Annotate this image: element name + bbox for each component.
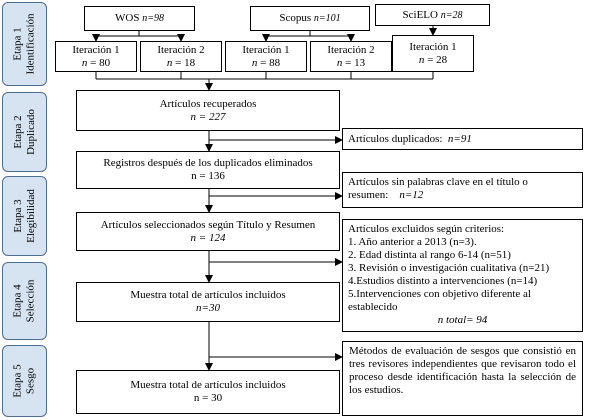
stage-elegibilidad-label: Elegibilidad — [24, 189, 37, 243]
database-scopus-box: Scopus n=101 — [250, 6, 370, 31]
registros-box: Registros después de los duplicados elim… — [76, 151, 340, 189]
incluidos-2-box: Muestra total de artículos incluidos n =… — [76, 370, 340, 414]
stage-seleccion: Etapa 4 Selección — [2, 262, 47, 340]
iteration-scielo-1-label: Iteración 1 — [409, 40, 457, 53]
iteration-wos-2-label: Iteración 2 — [157, 43, 205, 56]
stage-elegibilidad: Etapa 3 Elegibilidad — [2, 176, 47, 256]
iteration-wos-1-count: = 80 — [90, 56, 111, 69]
sin-palabras-box: Artículos sin palabras clave en el títul… — [342, 172, 583, 208]
incluidos-1-count: n=30 — [196, 302, 220, 314]
database-scielo-box: SciELO n=28 — [375, 4, 490, 26]
stage-seleccion-number: Etapa 4 — [11, 284, 24, 318]
iteration-wos-2-n-symbol: n — [166, 56, 173, 69]
incluidos-2-count: n = 30 — [193, 392, 223, 404]
recuperados-box: Artículos recuperados n = 227 — [76, 90, 340, 131]
sesgo-box: Métodos de evaluación de sesgos que cons… — [342, 341, 583, 416]
database-scielo-count: n=28 — [440, 9, 463, 21]
excluidos-criterion-5: 5.Intervenciones con objetivo diferente … — [348, 288, 531, 300]
database-scopus-name: Scopus — [279, 12, 312, 24]
iteration-scopus-1-label: Iteración 1 — [242, 43, 290, 56]
excluidos-box: Artículos excluidos según criterios: 1. … — [342, 219, 583, 332]
database-scopus-count: n=101 — [313, 13, 341, 24]
iteration-scopus-1-count: = 88 — [260, 56, 281, 69]
iteration-wos-1-n-symbol: n — [81, 56, 88, 69]
stage-elegibilidad-number: Etapa 3 — [11, 199, 24, 233]
iteration-scielo-1-n-symbol: n — [418, 53, 425, 66]
stage-duplicado-label: Duplicado — [24, 109, 37, 155]
iteration-scopus-2-box: Iteración 2 n = 13 — [310, 41, 392, 72]
stage-seleccion-label: Selección — [24, 279, 37, 323]
excluidos-title: Artículos excluidos según criterios: — [348, 223, 505, 235]
iteration-scielo-1-box: Iteración 1 n = 28 — [392, 35, 474, 72]
registros-count: n = 136 — [191, 170, 225, 182]
iteration-wos-1-label: Iteración 1 — [72, 43, 120, 56]
sin-palabras-line2: resumen: — [348, 189, 389, 201]
sesgo-text: Métodos de evaluación de sesgos que cons… — [349, 345, 576, 396]
seleccionados-box: Artículos seleccionados según Título y R… — [76, 212, 340, 251]
duplicados-box: Artículos duplicados: n=91 — [342, 128, 583, 150]
excluidos-criterion-3: 3. Revisión o investigación cualitativa … — [348, 262, 550, 274]
stage-identificacion: Etapa 1 Identificación — [2, 2, 47, 86]
iteration-scopus-2-n-symbol: n — [336, 56, 343, 69]
excluidos-criterion-4: 4.Estudios distinto a intervenciones (n=… — [348, 275, 538, 287]
stage-sesgo-label: Sesgo — [24, 367, 37, 395]
database-wos-box: WOS n=98 — [84, 6, 195, 31]
database-scielo-name: SciELO — [402, 8, 438, 21]
excluidos-total: n total= 94 — [437, 314, 488, 326]
recuperados-count: n = 227 — [190, 110, 226, 123]
seleccionados-title: Artículos seleccionados según Título y R… — [100, 218, 316, 231]
iteration-scielo-1-count: = 28 — [427, 53, 448, 66]
incluidos-1-title: Muestra total de artículos incluidos — [130, 289, 286, 301]
iteration-scopus-1-box: Iteración 1 n = 88 — [225, 41, 307, 72]
stage-duplicado: Etapa 2 Duplicado — [2, 92, 47, 172]
excluidos-criterion-2: 2. Edad distinta al rango 6-14 (n=51) — [348, 249, 511, 261]
iteration-wos-1-box: Iteración 1 n = 80 — [55, 41, 137, 72]
iteration-scopus-1-n-symbol: n — [251, 56, 258, 69]
incluidos-1-box: Muestra total de artículos incluidos n=3… — [76, 282, 340, 322]
stage-identificacion-label: Identificación — [24, 13, 37, 75]
iteration-scopus-2-count: = 13 — [345, 56, 366, 69]
database-wos-name: WOS — [115, 12, 140, 24]
registros-title: Registros después de los duplicados elim… — [103, 157, 313, 169]
stage-identificacion-number: Etapa 1 — [11, 27, 24, 61]
iteration-scopus-2-label: Iteración 2 — [327, 43, 375, 56]
sin-palabras-line1: Artículos sin palabras clave en el títul… — [348, 176, 528, 188]
excluidos-criterion-1: 1. Año anterior a 2013 (n=3). — [348, 236, 477, 248]
excluidos-criterion-5-cont: establecido — [348, 301, 398, 313]
database-wos-count: n=98 — [142, 13, 164, 24]
incluidos-2-title: Muestra total de artículos incluidos — [130, 379, 286, 391]
duplicados-count: n=91 — [447, 132, 472, 145]
stage-duplicado-number: Etapa 2 — [11, 115, 24, 149]
iteration-wos-2-box: Iteración 2 n = 18 — [140, 41, 222, 72]
iteration-wos-2-count: = 18 — [175, 56, 196, 69]
duplicados-text: Artículos duplicados: — [348, 132, 443, 145]
stage-sesgo: Etapa 5 Sesgo — [2, 345, 47, 417]
stage-sesgo-number: Etapa 5 — [11, 364, 24, 398]
recuperados-title: Artículos recuperados — [159, 97, 257, 110]
seleccionados-count: n = 124 — [190, 231, 226, 244]
sin-palabras-count: n=12 — [399, 189, 424, 201]
